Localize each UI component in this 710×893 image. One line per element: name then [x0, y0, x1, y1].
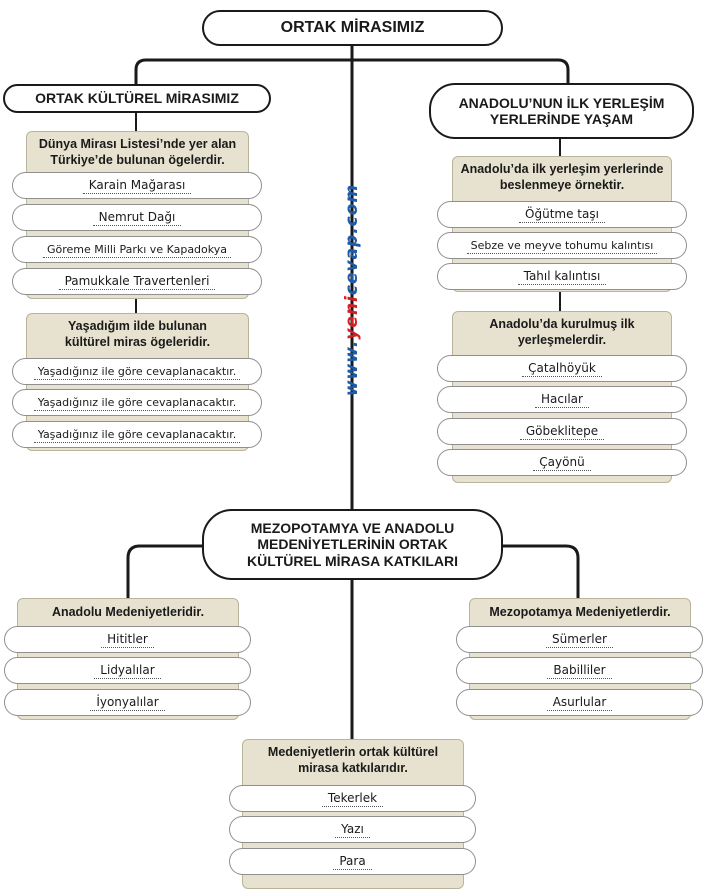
watermark: www.yenicevap.com [342, 183, 362, 397]
center-bottom-box-item[interactable]: Para [229, 848, 476, 875]
center-left-box-title: Anadolu Medeniyetleridir. [51, 605, 205, 619]
center-right-box-item[interactable]: Asurlular [456, 689, 703, 716]
left-box2-item-text: Yaşadığınız ile göre cevaplanacaktır. [33, 427, 241, 443]
center-bottom-box-item[interactable]: Yazı [229, 816, 476, 843]
left-box1-item[interactable]: Pamukkale Travertenleri [12, 268, 262, 295]
right-box2-item-text: Çayönü [533, 455, 591, 471]
center-branch-title: MEZOPOTAMYA VE ANADOLU MEDENİYETLERİNİN … [202, 509, 503, 580]
left-branch-title: ORTAK KÜLTÜREL MİRASIMIZ [3, 84, 271, 113]
center-bottom-box-item-text: Yazı [335, 822, 370, 838]
center-bottom-box-item[interactable]: Tekerlek [229, 785, 476, 812]
right-box1-item[interactable]: Öğütme taşı [437, 201, 687, 228]
center-right-box-item[interactable]: Babilliler [456, 657, 703, 684]
right-box2-item[interactable]: Çatalhöyük [437, 355, 687, 382]
root-title: ORTAK MİRASIMIZ [202, 10, 503, 46]
center-left-box-item[interactable]: Hititler [4, 626, 251, 653]
right-box1-title: Anadolu’da ilk yerleşim yerlerinde besle… [460, 162, 664, 192]
right-box2-item-text: Göbeklitepe [519, 424, 605, 440]
center-left-box-item-text: Hititler [101, 632, 154, 648]
right-box1-item[interactable]: Sebze ve meyve tohumu kalıntısı [437, 232, 687, 259]
right-branch-title-text: ANADOLU’NUN İLK YERLEŞİM YERLERİNDE YAŞA… [458, 94, 665, 127]
left-box2-title: Yaşadığım ilde bulunan kültürel miras ög… [64, 319, 211, 349]
center-right-branch-line [502, 544, 580, 600]
center-right-box-item-text: Asurlular [546, 695, 613, 711]
center-bottom-box-title: Medeniyetlerin ortak kültürel mirasa kat… [267, 745, 439, 775]
right-branch-title: ANADOLU’NUN İLK YERLEŞİM YERLERİNDE YAŞA… [429, 83, 694, 139]
left-box1-item-text: Göreme Milli Parkı ve Kapadokya [42, 242, 232, 258]
left-box2-item[interactable]: Yaşadığınız ile göre cevaplanacaktır. [12, 358, 262, 385]
center-bottom-box-item-text: Para [333, 854, 372, 870]
right-box2-title: Anadolu’da kurulmuş ilk yerleşmelerdir. [489, 317, 635, 347]
right-box1-item-text: Sebze ve meyve tohumu kalıntısı [466, 238, 658, 254]
center-branch-title-text: MEZOPOTAMYA VE ANADOLU MEDENİYETLERİNİN … [246, 520, 459, 569]
left-box2-item-text: Yaşadığınız ile göre cevaplanacaktır. [33, 364, 241, 380]
right-box2-item[interactable]: Hacılar [437, 386, 687, 413]
left-box2-item[interactable]: Yaşadığınız ile göre cevaplanacaktır. [12, 389, 262, 416]
left-branch-title-text: ORTAK KÜLTÜREL MİRASIMIZ [35, 90, 239, 107]
left-box1-title: Dünya Mirası Listesi’nde yer alan Türkiy… [38, 137, 237, 167]
center-left-box-item-text: Lidyalılar [94, 663, 161, 679]
left-box1-item-text: Pamukkale Travertenleri [58, 274, 216, 290]
center-right-box-title: Mezopotamya Medeniyetlerdir. [489, 605, 671, 619]
right-box2-item[interactable]: Çayönü [437, 449, 687, 476]
top-branch-line [134, 58, 570, 84]
left-box2-item[interactable]: Yaşadığınız ile göre cevaplanacaktır. [12, 421, 262, 448]
center-right-box-item[interactable]: Sümerler [456, 626, 703, 653]
center-left-box-item[interactable]: İyonyalılar [4, 689, 251, 716]
left-box1-item[interactable]: Karain Mağarası [12, 172, 262, 199]
left-box1-item[interactable]: Nemrut Dağı [12, 204, 262, 231]
center-right-box-item-text: Babilliler [547, 663, 612, 679]
left-box1-item-text: Karain Mağarası [82, 178, 192, 194]
right-box1-item[interactable]: Tahıl kalıntısı [437, 263, 687, 290]
right-box1-item-text: Öğütme taşı [519, 207, 605, 223]
right-box1-item-text: Tahıl kalıntısı [517, 269, 607, 285]
right-box2-item[interactable]: Göbeklitepe [437, 418, 687, 445]
root-title-text: ORTAK MİRASIMIZ [280, 18, 425, 36]
center-bottom-box-item-text: Tekerlek [321, 791, 384, 807]
right-box2-item-text: Hacılar [535, 392, 589, 408]
center-left-box-item-text: İyonyalılar [90, 695, 165, 711]
left-box1-item-text: Nemrut Dağı [92, 210, 182, 226]
right-box2-item-text: Çatalhöyük [522, 361, 602, 377]
left-box1-item[interactable]: Göreme Milli Parkı ve Kapadokya [12, 236, 262, 263]
center-left-branch-line [126, 544, 202, 600]
left-box2-item-text: Yaşadığınız ile göre cevaplanacaktır. [33, 395, 241, 411]
center-left-box-item[interactable]: Lidyalılar [4, 657, 251, 684]
center-right-box-item-text: Sümerler [546, 632, 613, 648]
